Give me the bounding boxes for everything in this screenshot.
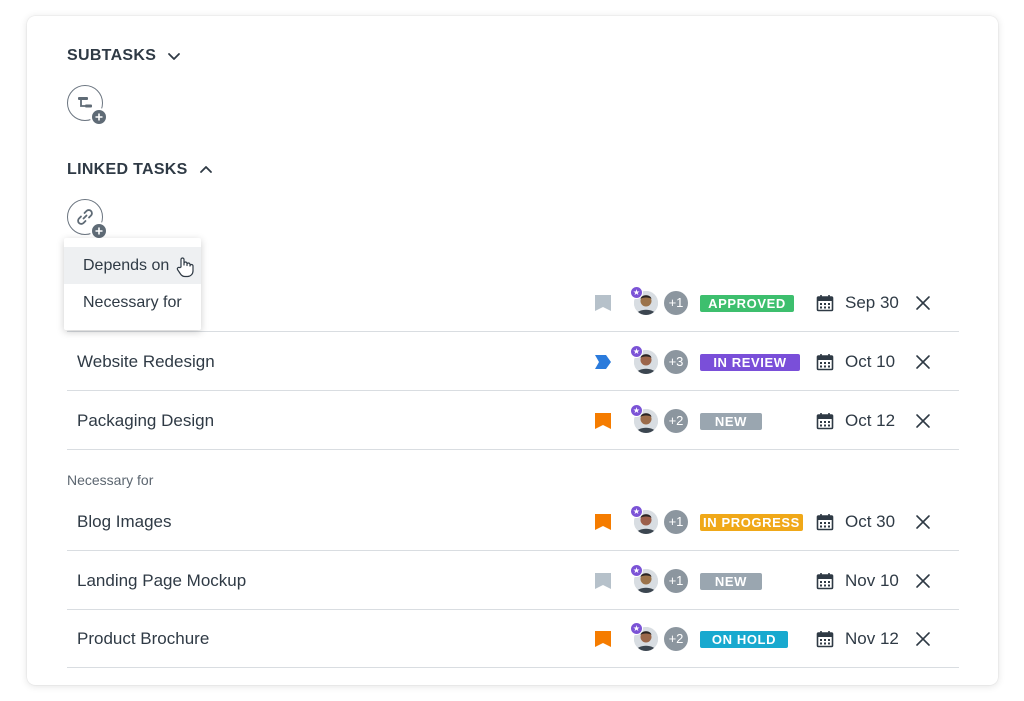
due-date[interactable]: Sep 30 xyxy=(845,293,899,312)
table-row[interactable]: Website Redesign ★ +3 IN REVIEW Oct 10 xyxy=(67,333,959,391)
avatar[interactable] xyxy=(634,627,658,651)
status-badge[interactable]: NEW xyxy=(700,573,762,590)
more-assignees-badge[interactable]: +2 xyxy=(664,627,688,651)
avatar[interactable] xyxy=(634,569,658,593)
linked-tasks-title: LINKED TASKS xyxy=(67,161,188,178)
task-name[interactable]: Landing Page Mockup xyxy=(77,571,247,590)
close-icon[interactable] xyxy=(915,631,931,647)
necessary-for-label: Necessary for xyxy=(67,472,154,488)
more-assignees-badge[interactable]: +1 xyxy=(664,510,688,534)
dropdown-item-necessary-for[interactable]: Necessary for xyxy=(83,294,182,311)
chevron-up-icon xyxy=(199,166,212,173)
calendar-icon xyxy=(816,631,834,648)
due-date[interactable]: Oct 30 xyxy=(845,512,896,531)
close-icon[interactable] xyxy=(915,514,931,530)
star-icon: ★ xyxy=(630,345,643,358)
task-name[interactable]: Website Redesign xyxy=(77,352,215,371)
status-badge[interactable]: APPROVED xyxy=(700,295,794,312)
task-panel: SUBTASKS LINKED TASKS Logo Des xyxy=(27,16,998,685)
priority-flag-icon xyxy=(595,631,611,647)
task-name[interactable]: Blog Images xyxy=(77,512,172,531)
due-date[interactable]: Oct 12 xyxy=(845,411,896,430)
due-date[interactable]: Nov 12 xyxy=(845,629,899,648)
calendar-icon xyxy=(816,514,834,531)
star-icon: ★ xyxy=(630,286,643,299)
star-icon: ★ xyxy=(630,564,643,577)
star-icon: ★ xyxy=(630,505,643,518)
chevron-down-icon xyxy=(168,53,181,60)
calendar-icon xyxy=(816,573,834,590)
calendar-icon xyxy=(816,295,834,312)
close-icon[interactable] xyxy=(915,413,931,429)
status-badge[interactable]: IN REVIEW xyxy=(700,354,800,371)
status-badge[interactable]: ON HOLD xyxy=(700,631,788,648)
priority-flag-icon xyxy=(595,295,611,311)
subtasks-title: SUBTASKS xyxy=(67,47,157,64)
plus-icon xyxy=(90,108,108,126)
add-linked-task-button[interactable] xyxy=(67,199,108,240)
close-icon[interactable] xyxy=(915,354,931,370)
hand-cursor-icon xyxy=(176,257,194,278)
priority-flag-icon xyxy=(595,573,611,589)
table-row[interactable]: Product Brochure ★ +2 ON HOLD Nov 12 xyxy=(67,610,959,668)
more-assignees-badge[interactable]: +1 xyxy=(664,291,688,315)
subtasks-header[interactable]: SUBTASKS xyxy=(67,47,182,65)
dropdown-item-depends-on[interactable]: Depends on xyxy=(64,247,201,284)
priority-flag-icon xyxy=(595,514,611,530)
close-icon[interactable] xyxy=(915,573,931,589)
table-row[interactable]: Packaging Design ★ +2 NEW Oct 12 xyxy=(67,392,959,450)
table-row[interactable]: Blog Images ★ +1 IN PROGRESS Oct 30 xyxy=(67,493,959,551)
avatar[interactable] xyxy=(634,510,658,534)
due-date[interactable]: Oct 10 xyxy=(845,352,896,371)
star-icon: ★ xyxy=(630,622,643,635)
task-name[interactable]: Packaging Design xyxy=(77,411,215,430)
table-row[interactable]: Landing Page Mockup ★ +1 NEW Nov 10 xyxy=(67,552,959,610)
priority-flag-icon xyxy=(595,413,611,429)
link-type-dropdown: Depends on Necessary for xyxy=(64,238,201,330)
add-subtask-button[interactable] xyxy=(67,85,108,126)
status-badge[interactable]: NEW xyxy=(700,413,762,430)
linked-tasks-header[interactable]: LINKED TASKS xyxy=(67,161,214,179)
more-assignees-badge[interactable]: +1 xyxy=(664,569,688,593)
priority-flag-icon xyxy=(595,355,611,369)
close-icon[interactable] xyxy=(915,295,931,311)
more-assignees-badge[interactable]: +3 xyxy=(664,350,688,374)
more-assignees-badge[interactable]: +2 xyxy=(664,409,688,433)
due-date[interactable]: Nov 10 xyxy=(845,571,899,590)
subtask-icon xyxy=(78,97,92,108)
calendar-icon xyxy=(816,413,834,430)
status-badge[interactable]: IN PROGRESS xyxy=(700,514,803,531)
star-icon: ★ xyxy=(630,404,643,417)
link-icon xyxy=(77,209,93,225)
task-name[interactable]: Product Brochure xyxy=(77,629,210,648)
calendar-icon xyxy=(816,354,834,371)
